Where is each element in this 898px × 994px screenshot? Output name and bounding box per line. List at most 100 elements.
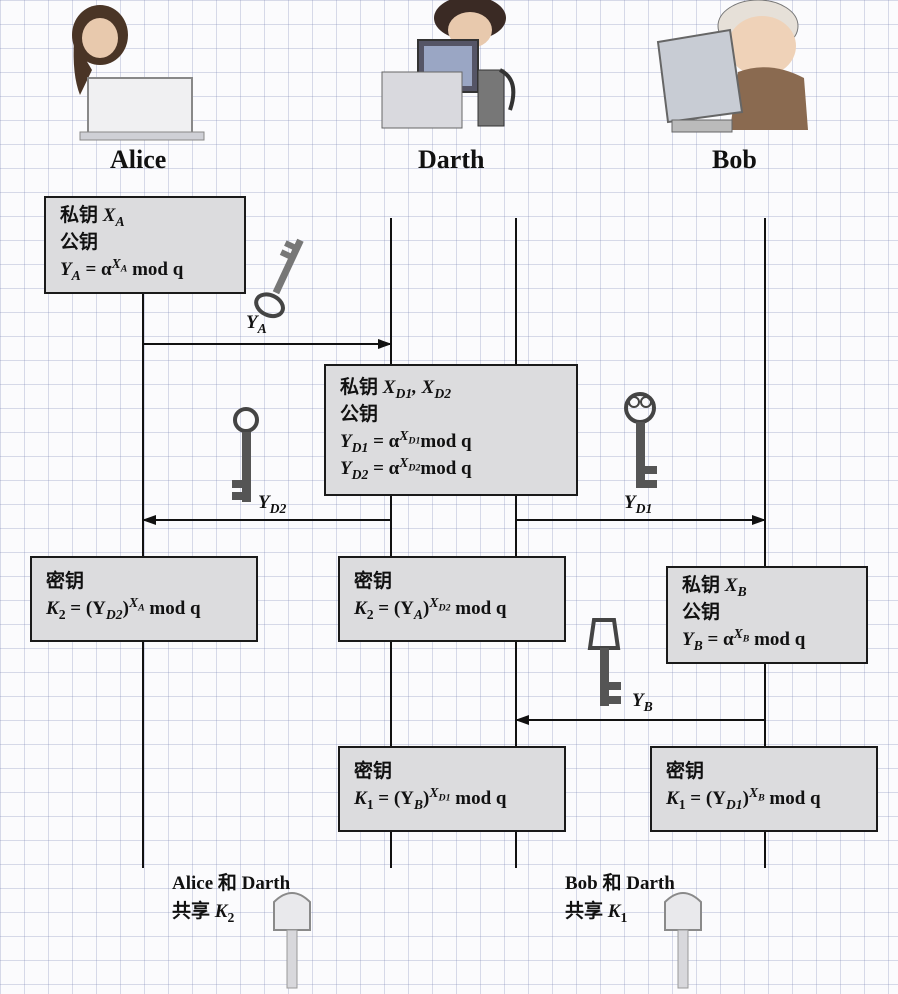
private-key-sub: D2 <box>434 385 452 401</box>
private-key-var: X <box>102 205 116 226</box>
message-label-ya: YA <box>246 312 267 335</box>
formula-tail: mod q <box>420 431 472 452</box>
private-key-sep: , X <box>412 377 435 398</box>
caption-key-sub: 1 <box>620 909 628 925</box>
bob-key-box: 私钥 XB 公钥 YB = αXB mod q <box>666 566 868 664</box>
private-key-var: X <box>382 377 396 398</box>
message-var: Y <box>258 492 270 513</box>
secret-close: ) <box>423 598 430 619</box>
caption-line: Bob 和 Darth <box>565 873 675 894</box>
bob-avatar-icon <box>656 0 808 133</box>
secret-close: ) <box>122 598 129 619</box>
caption-alice-darth: Alice 和 Darth 共享 K2 <box>172 870 290 926</box>
public-key-label: 公钥 <box>60 232 99 253</box>
public-key-label: 公钥 <box>682 602 721 623</box>
alice-avatar-icon <box>72 5 205 141</box>
key-icon <box>254 238 304 319</box>
secret-lhs-sub: 1 <box>366 796 374 812</box>
darth-secret-k2-box: 密钥 K2 = (YA)XD2 mod q <box>338 556 566 642</box>
secret-key-label: 密钥 <box>354 571 393 592</box>
formula-exp: X <box>111 255 121 271</box>
formula-exp: X <box>733 625 743 641</box>
alice-secret-box: 密钥 K2 = (YD2)XA mod q <box>30 556 258 642</box>
darth-avatar-icon <box>381 0 516 129</box>
message-label-yd1: YD1 <box>624 492 652 515</box>
secret-eq: = (Y <box>373 788 414 809</box>
secret-exp: X <box>429 784 439 800</box>
secret-lhs: K <box>354 788 367 809</box>
secret-exp-sub: A <box>138 602 145 614</box>
secret-base-sub: D2 <box>105 606 123 622</box>
darth-key-box: 私钥 XD1, XD2 公钥 YD1 = αXD1mod q YD2 = αXD… <box>324 364 578 496</box>
formula-lhs-sub: D1 <box>351 439 369 455</box>
formula-exp-sub: D1 <box>408 435 421 447</box>
caption-key-var: K <box>607 901 621 922</box>
private-key-label: 私钥 <box>340 377 379 398</box>
secret-lhs: K <box>46 598 59 619</box>
secret-exp: X <box>128 594 139 610</box>
key-icon <box>664 892 702 989</box>
secret-lhs-sub: 2 <box>366 606 374 622</box>
public-key-label: 公钥 <box>340 404 379 425</box>
secret-close: ) <box>423 788 430 809</box>
formula-exp: X <box>399 454 409 470</box>
formula-lhs-sub: B <box>693 637 703 653</box>
secret-key-label: 密钥 <box>666 761 705 782</box>
participant-alice: Alice <box>110 145 167 174</box>
caption-line: Alice 和 Darth <box>172 873 291 894</box>
secret-eq: = (Y <box>65 598 106 619</box>
secret-base-sub: A <box>413 606 424 622</box>
message-var: Y <box>624 492 636 513</box>
secret-tail: mod q <box>450 788 507 809</box>
formula-lhs: Y <box>340 458 352 479</box>
message-label-yb: YB <box>632 690 653 713</box>
formula-eq: = α <box>368 431 400 452</box>
formula-exp-sub: B <box>742 633 750 645</box>
message-label-yd2: YD2 <box>258 492 287 516</box>
formula-lhs: Y <box>60 259 72 280</box>
key-icon <box>624 392 657 488</box>
caption-bob-darth: Bob 和 Darth 共享 K1 <box>565 870 675 926</box>
secret-exp-sub: B <box>758 792 765 804</box>
secret-base-sub: B <box>413 796 424 812</box>
formula-lhs-sub: D2 <box>351 466 369 482</box>
participant-darth: Darth <box>418 145 485 174</box>
message-sub: D2 <box>269 500 287 516</box>
private-key-sub: A <box>115 213 125 229</box>
key-icon <box>273 892 311 989</box>
caption-shared-label: 共享 <box>565 901 608 922</box>
secret-key-label: 密钥 <box>46 571 85 592</box>
formula-tail: mod q <box>127 259 184 280</box>
secret-lhs: K <box>354 598 367 619</box>
secret-exp-sub: D2 <box>438 602 451 614</box>
caption-key-var: K <box>214 901 228 922</box>
formula-eq: = α <box>80 259 112 280</box>
private-key-sub: B <box>737 583 747 599</box>
secret-lhs: K <box>666 788 679 809</box>
secret-tail: mod q <box>764 788 821 809</box>
bob-secret-box: 密钥 K1 = (YD1)XB mod q <box>650 746 878 832</box>
secret-exp: X <box>429 594 439 610</box>
key-icon <box>587 618 621 706</box>
secret-lhs-sub: 1 <box>678 796 686 812</box>
formula-exp-sub: A <box>120 263 128 275</box>
alice-key-box: 私钥 XA 公钥 YA = αXA mod q <box>44 196 246 294</box>
formula-exp: X <box>399 427 409 443</box>
private-key-var: X <box>724 575 738 596</box>
secret-exp: X <box>748 784 759 800</box>
secret-exp-sub: D1 <box>438 792 451 804</box>
secret-eq: = (Y <box>685 788 726 809</box>
secret-close: ) <box>742 788 749 809</box>
caption-shared-label: 共享 <box>172 901 215 922</box>
secret-tail: mod q <box>144 598 201 619</box>
formula-lhs-sub: A <box>71 267 81 283</box>
private-key-sub: D1 <box>395 385 413 401</box>
participant-bob: Bob <box>712 145 757 174</box>
secret-tail: mod q <box>450 598 507 619</box>
formula-lhs: Y <box>682 629 694 650</box>
secret-base-sub: D1 <box>725 796 743 812</box>
formula-eq: = α <box>702 629 734 650</box>
message-var: Y <box>632 690 644 711</box>
caption-key-sub: 2 <box>227 909 235 925</box>
